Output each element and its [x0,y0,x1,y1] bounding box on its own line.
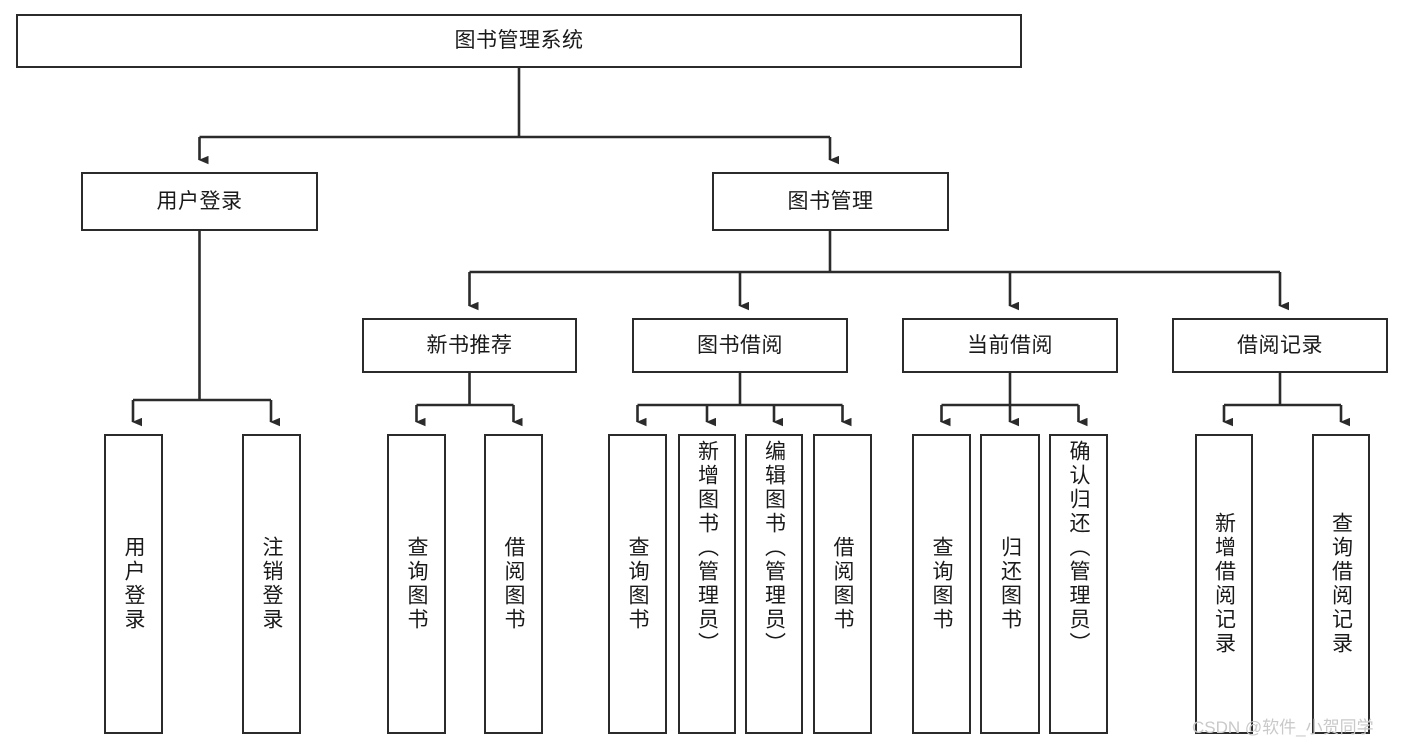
edge-group-current [940,373,1088,427]
level3-node[interactable]: 借阅记录 [1172,318,1388,373]
leaves-node[interactable]: 确认归还（管理员） [1049,434,1108,734]
leaves-node[interactable]: 用户登录 [104,434,163,734]
level2-node[interactable]: 用户登录 [81,172,318,231]
leaves-node-label: 查询图书 [405,536,428,632]
leaves-node-label: 归还图书 [998,536,1022,632]
edge-group-book-manage [468,231,1289,311]
root-node-label: 图书管理系统 [454,29,584,53]
level3-node-label: 图书借阅 [697,333,783,357]
leaves-node-label: 确认归还（管理员） [1067,440,1090,656]
level3-node-label: 借阅记录 [1237,333,1323,357]
leaves-node-label: 用户登录 [122,536,145,632]
edge-group-user-login [131,231,280,427]
leaves-node-label: 查询图书 [626,536,649,632]
leaves-node[interactable]: 注销登录 [242,434,301,734]
level2-node[interactable]: 图书管理 [712,172,949,231]
leaves-node-label: 借阅图书 [502,536,525,632]
level2-node-label: 图书管理 [787,189,874,213]
edge-group-borrow [636,373,852,427]
level3-node[interactable]: 当前借阅 [902,318,1118,373]
leaves-node-label: 查询图书 [930,536,953,632]
root-node[interactable]: 图书管理系统 [16,14,1022,68]
level3-node-label: 当前借阅 [967,333,1053,357]
csdn-watermark: CSDN @软件_小贺同学 [1192,718,1374,737]
edge-group-new-books [415,373,523,427]
edge-group-records [1222,373,1350,427]
leaves-node[interactable]: 查询借阅记录 [1312,434,1370,734]
leaves-node-label: 新增借阅记录 [1212,512,1236,656]
leaves-node-label: 注销登录 [260,536,283,632]
leaves-node[interactable]: 查询图书 [387,434,446,734]
edge-group-root [198,68,839,165]
leaves-node[interactable]: 新增图书（管理员） [678,434,736,734]
leaves-node[interactable]: 查询图书 [608,434,667,734]
leaves-node-label: 查询借阅记录 [1329,512,1353,656]
leaves-node[interactable]: 查询图书 [912,434,971,734]
leaves-node[interactable]: 新增借阅记录 [1195,434,1253,734]
leaves-node-label: 编辑图书（管理员） [762,440,786,656]
leaves-node[interactable]: 借阅图书 [813,434,872,734]
level3-node-label: 新书推荐 [426,333,513,357]
level3-node[interactable]: 图书借阅 [632,318,848,373]
level2-node-label: 用户登录 [156,189,243,213]
leaves-node-label: 新增图书（管理员） [695,440,719,656]
leaves-node[interactable]: 归还图书 [980,434,1040,734]
leaves-node[interactable]: 借阅图书 [484,434,543,734]
leaves-node-label: 借阅图书 [831,536,854,632]
level3-node[interactable]: 新书推荐 [362,318,577,373]
leaves-node[interactable]: 编辑图书（管理员） [745,434,803,734]
